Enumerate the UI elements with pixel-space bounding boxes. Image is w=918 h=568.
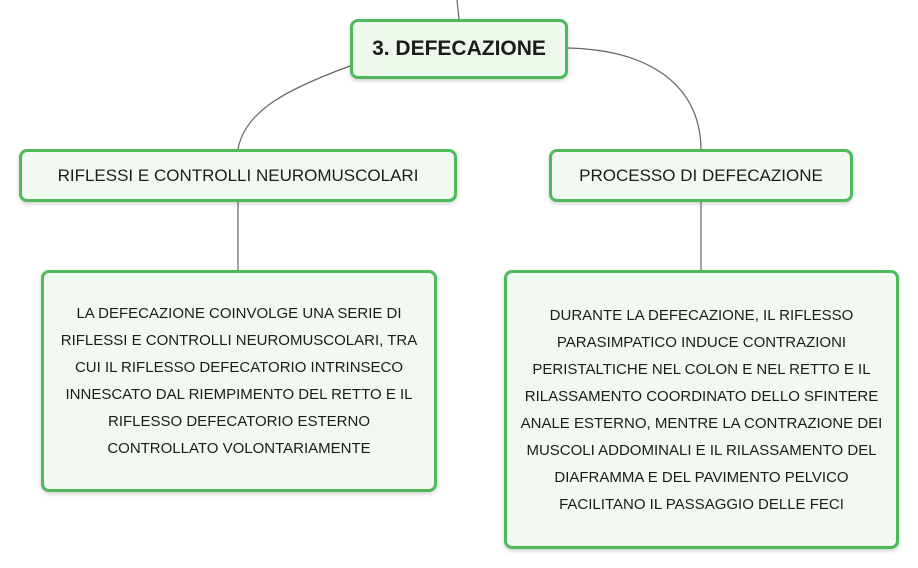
detail-node-processo-text: DURANTE LA DEFECAZIONE, IL RIFLESSO PARA… (520, 306, 883, 513)
detail-node-riflessi-text: LA DEFECAZIONE COINVOLGE UNA SERIE DI RI… (60, 305, 418, 457)
detail-node-processo[interactable]: DURANTE LA DEFECAZIONE, IL RIFLESSO PARA… (504, 270, 899, 549)
branch-node-processo-label: PROCESSO DI DEFECAZIONE (579, 165, 823, 185)
connector-root-to-left-branch (237, 65, 351, 150)
branch-node-riflessi-label: RIFLESSI E CONTROLLI NEUROMUSCOLARI (57, 165, 419, 185)
branch-node-riflessi[interactable]: RIFLESSI E CONTROLLI NEUROMUSCOLARI (19, 149, 457, 202)
connector-root-to-right-branch (567, 47, 702, 150)
branch-node-processo[interactable]: PROCESSO DI DEFECAZIONE (549, 149, 853, 202)
root-node-label: 3. DEFECAZIONE (372, 37, 546, 60)
root-node[interactable]: 3. DEFECAZIONE (350, 19, 568, 79)
detail-node-riflessi[interactable]: LA DEFECAZIONE COINVOLGE UNA SERIE DI RI… (41, 270, 437, 492)
connector-parent-to-root (456, 0, 460, 20)
